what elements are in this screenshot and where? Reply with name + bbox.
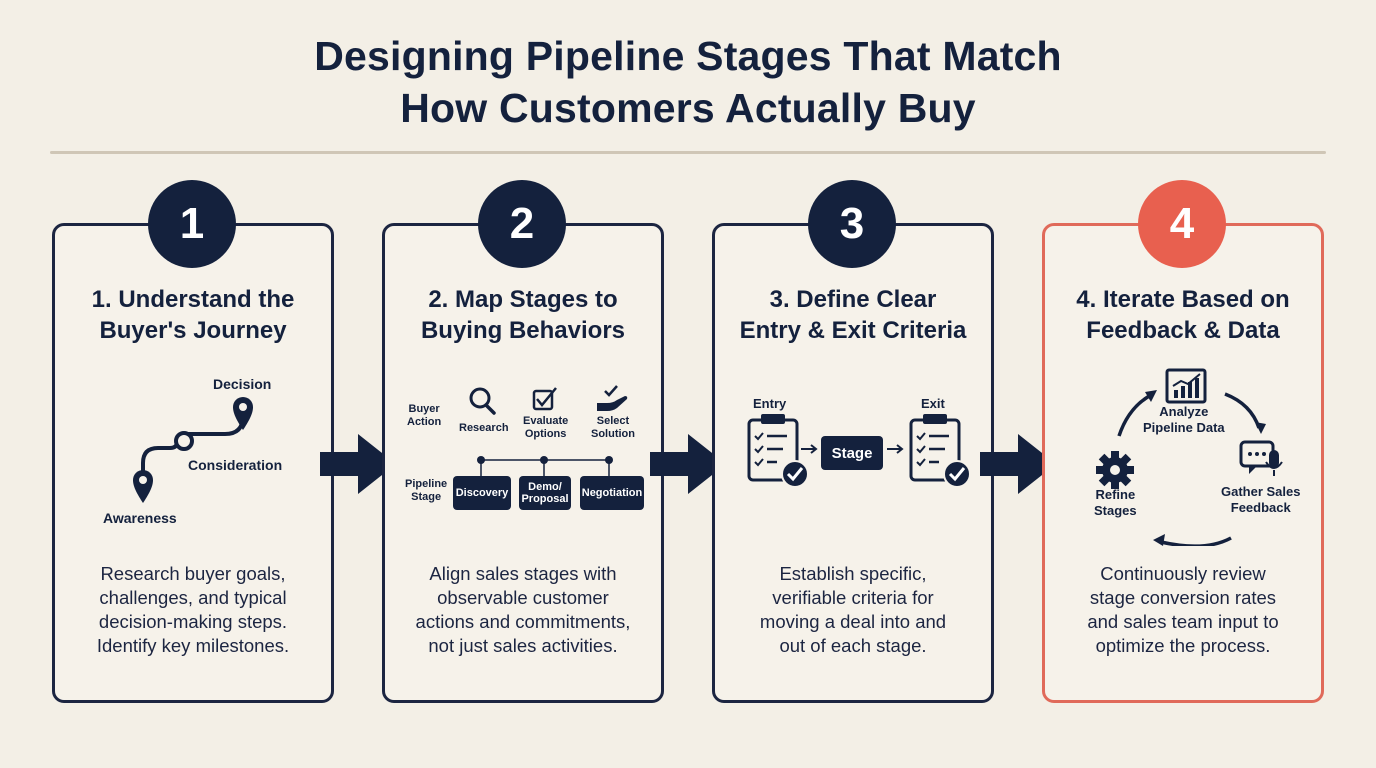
step-1-title: 1. Understand the Buyer's Journey <box>55 284 331 346</box>
step-2-desc-line: Align sales stages with <box>429 563 617 584</box>
action-research-label: Research <box>459 422 509 434</box>
checkbox-icon <box>532 387 557 411</box>
journey-path-icon <box>133 397 253 503</box>
step-4-desc-line: optimize the process. <box>1095 635 1271 656</box>
step-4-desc-line: and sales team input to <box>1087 611 1279 632</box>
step-4-badge: 4 <box>1138 180 1226 268</box>
title-divider <box>50 151 1326 154</box>
step-4-desc-line: Continuously review <box>1100 563 1266 584</box>
step-3-desc-line: Establish specific, <box>779 563 927 584</box>
step-1-title-line-2: Buyer's Journey <box>99 317 287 344</box>
step-3-desc-line: out of each stage. <box>779 635 927 656</box>
stage-demo-proposal-box: Demo/Proposal <box>519 476 571 510</box>
step-3-desc-line: verifiable criteria for <box>772 587 934 608</box>
step-card-4: 4. Iterate Based on Feedback & Data <box>1042 223 1324 703</box>
step-3-title: 3. Define Clear Entry & Exit Criteria <box>715 284 991 346</box>
arrow-right-icon <box>980 434 1056 494</box>
title-line-1: Designing Pipeline Stages That Match <box>314 33 1062 79</box>
journey-decision-label: Decision <box>213 376 272 392</box>
step-2-title-line-2: Buying Behaviors <box>420 317 626 344</box>
step-3-title-line-1: 3. Define Clear <box>769 286 937 313</box>
stage-negotiation-box: Negotiation <box>580 476 644 510</box>
step-3-badge: 3 <box>808 180 896 268</box>
step-3-desc-line: moving a deal into and <box>759 611 947 632</box>
step-1-desc-line: Identify key milestones. <box>96 635 290 656</box>
step-4-title: 4. Iterate Based on Feedback & Data <box>1045 284 1321 346</box>
hand-check-icon <box>597 385 628 411</box>
exit-clipboard-icon <box>909 414 971 488</box>
step-4-title-line-1: 4. Iterate Based on <box>1076 286 1290 313</box>
step-2-desc-line: actions and commitments, <box>415 611 631 632</box>
entry-exit-icons <box>747 414 971 488</box>
entry-label: Entry <box>753 396 787 411</box>
entry-clipboard-icon <box>747 414 809 488</box>
arrow-right-icon <box>650 434 726 494</box>
cycle-icons <box>1096 368 1283 546</box>
step-2-title-line-1: 2. Map Stages to <box>428 286 618 313</box>
chart-icon <box>1165 368 1207 404</box>
step-4-desc-line: stage conversion rates <box>1089 587 1277 608</box>
buyer-journey-illustration: Decision Consideration Awareness <box>55 356 337 546</box>
journey-consideration-label: Consideration <box>188 457 283 473</box>
step-1-title-line-1: 1. Understand the <box>91 286 295 313</box>
step-card-1: 1. Understand the Buyer's Journey Decisi… <box>52 223 334 703</box>
title-line-2: How Customers Actually Buy <box>400 85 976 131</box>
step-2-desc-line: not just sales activities. <box>428 635 618 656</box>
entry-exit-illustration: Entry Exit Stage <box>715 356 997 546</box>
journey-awareness-label: Awareness <box>103 510 177 526</box>
step-4-title-line-2: Feedback & Data <box>1086 317 1280 344</box>
stage-discovery-box: Discovery <box>453 476 511 510</box>
gear-icon <box>1096 451 1134 489</box>
step-1-badge: 1 <box>148 180 236 268</box>
arrow-right-icon <box>320 434 396 494</box>
mapping-connector-icon <box>469 385 628 476</box>
stage-box: Stage <box>821 436 883 470</box>
step-2-description: Align sales stages with observable custo… <box>385 562 661 658</box>
step-2-desc-line: observable customer <box>437 587 609 608</box>
feedback-chat-icon <box>1239 440 1283 476</box>
step-1-desc-line: Research buyer goals, <box>100 563 286 584</box>
exit-label: Exit <box>921 396 945 411</box>
page-title: Designing Pipeline Stages That Match How… <box>0 30 1376 134</box>
step-1-desc-line: challenges, and typical <box>99 587 287 608</box>
step-2-badge: 2 <box>478 180 566 268</box>
step-1-desc-line: decision-making steps. <box>98 611 288 632</box>
search-icon <box>469 387 496 415</box>
step-card-2: 2. Map Stages to Buying Behaviors <box>382 223 664 703</box>
step-1-description: Research buyer goals, challenges, and ty… <box>55 562 331 658</box>
step-3-description: Establish specific, verifiable criteria … <box>715 562 991 658</box>
step-2-title: 2. Map Stages to Buying Behaviors <box>385 284 661 346</box>
step-4-description: Continuously review stage conversion rat… <box>1045 562 1321 658</box>
step-card-3: 3. Define Clear Entry & Exit Criteria <box>712 223 994 703</box>
step-3-title-line-2: Entry & Exit Criteria <box>739 317 967 344</box>
